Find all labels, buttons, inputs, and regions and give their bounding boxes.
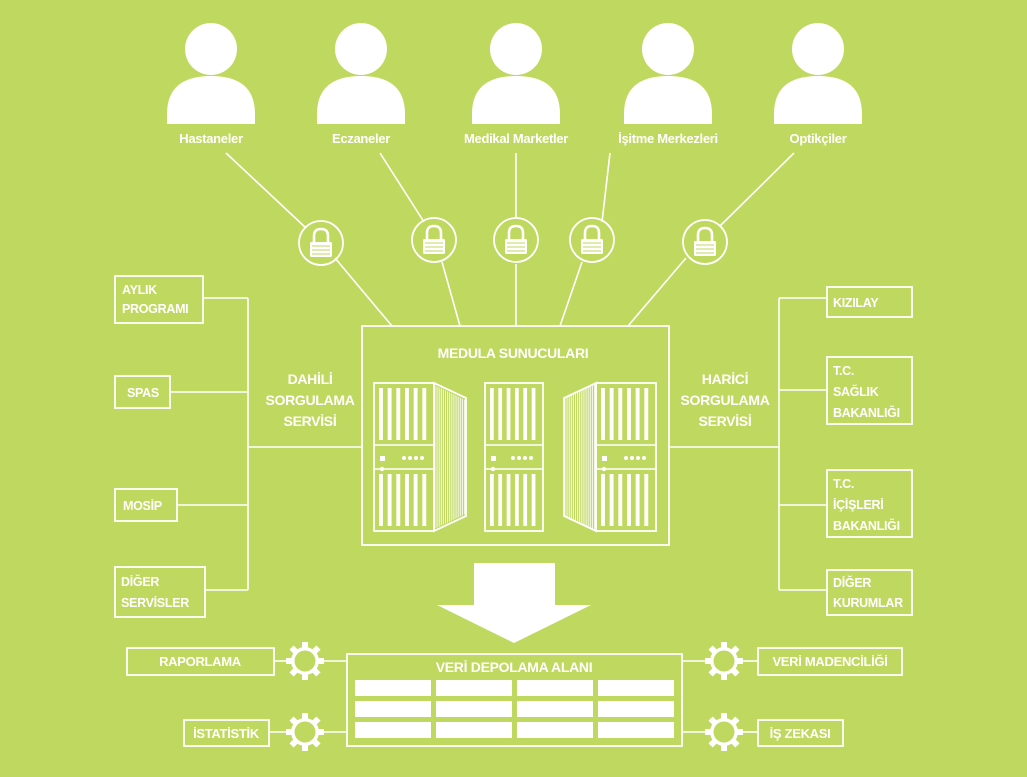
user-label-isitme-merkezleri: İşitme Merkezleri bbox=[618, 131, 718, 146]
source-label-aylik: AYLIK bbox=[122, 283, 157, 297]
arrow-down-icon bbox=[437, 563, 591, 643]
storage-grid bbox=[355, 680, 674, 738]
source-label-kurumlar: KURUMLAR bbox=[833, 596, 903, 610]
storage-cell bbox=[355, 722, 431, 738]
source-label-mosip: MOSİP bbox=[123, 498, 162, 513]
medula-title: MEDULA SUNUCULARI bbox=[438, 345, 589, 361]
medula-server-box bbox=[361, 325, 670, 546]
internal-service-label-2: SORGULAMA bbox=[265, 392, 354, 408]
source-box-mosip bbox=[114, 488, 178, 522]
storage-cell bbox=[598, 680, 674, 696]
output-label-raporlama: RAPORLAMA bbox=[159, 654, 242, 669]
source-label-tc-1: T.C. bbox=[833, 364, 854, 378]
source-box-icisleri-bakanligi bbox=[826, 469, 913, 538]
output-box-is-zekasi bbox=[757, 719, 844, 747]
storage-cell bbox=[355, 680, 431, 696]
lock-icon bbox=[493, 217, 539, 263]
lock-icon bbox=[298, 220, 344, 266]
output-label-veri-madenciligi: VERİ MADENCİLİĞİ bbox=[772, 654, 887, 669]
storage-cell bbox=[355, 701, 431, 717]
storage-cell bbox=[517, 701, 593, 717]
user-icon bbox=[472, 23, 560, 124]
output-box-istatistik bbox=[183, 719, 270, 747]
storage-cell bbox=[436, 701, 512, 717]
lock-icon bbox=[569, 217, 615, 263]
storage-cell bbox=[598, 701, 674, 717]
storage-cell bbox=[436, 722, 512, 738]
user-label-hastaneler: Hastaneler bbox=[179, 131, 243, 146]
source-label-saglik: SAĞLIK bbox=[833, 384, 879, 399]
source-box-saglik-bakanligi bbox=[826, 356, 913, 425]
source-box-diger-kurumlar bbox=[826, 569, 913, 616]
user-connection-lines bbox=[225, 152, 795, 327]
source-box-aylik-programi bbox=[114, 275, 204, 324]
source-label-icisleri: İÇİŞLERİ bbox=[833, 497, 883, 512]
source-label-diger: DİĞER bbox=[121, 574, 159, 589]
source-label-kizilay: KIZILAY bbox=[833, 296, 879, 310]
storage-cell bbox=[436, 680, 512, 696]
user-label-medikal-marketler: Medikal Marketler bbox=[464, 131, 568, 146]
server-right bbox=[563, 381, 657, 533]
source-label-diger-2: DİĞER bbox=[833, 575, 871, 590]
source-box-kizilay bbox=[826, 286, 913, 318]
output-box-veri-madenciligi bbox=[757, 647, 903, 676]
output-label-is-zekasi: İŞ ZEKASI bbox=[770, 726, 831, 741]
storage-title: VERİ DEPOLAMA ALANI bbox=[436, 659, 593, 675]
source-box-diger-servisler bbox=[114, 566, 206, 618]
storage-box bbox=[346, 653, 683, 747]
internal-service-lines bbox=[170, 297, 362, 591]
gear-icon bbox=[705, 642, 743, 680]
external-service-label-1: HARİCİ bbox=[702, 371, 748, 387]
output-lines bbox=[269, 660, 758, 733]
lock-icon bbox=[411, 217, 457, 263]
gear-group bbox=[286, 642, 743, 751]
source-box-spas bbox=[114, 375, 171, 409]
internal-service-label-1: DAHİLİ bbox=[288, 371, 333, 387]
gear-icon bbox=[286, 642, 324, 680]
user-group bbox=[167, 23, 862, 124]
output-label-istatistik: İSTATİSTİK bbox=[193, 726, 260, 741]
output-box-raporlama bbox=[126, 647, 275, 676]
server-middle bbox=[484, 382, 544, 532]
user-icon bbox=[317, 23, 405, 124]
source-label-tc-2: T.C. bbox=[833, 477, 854, 491]
server-icon bbox=[373, 381, 657, 533]
source-label-bakanligi-2: BAKANLIĞI bbox=[833, 518, 900, 533]
internal-service-label-3: SERVİSİ bbox=[284, 413, 337, 429]
gear-icon bbox=[705, 713, 743, 751]
source-label-spas: SPAS bbox=[127, 386, 159, 400]
server-left bbox=[373, 381, 467, 533]
external-service-lines bbox=[669, 297, 827, 591]
lock-group bbox=[298, 217, 728, 266]
source-label-servisler: SERVİSLER bbox=[121, 595, 189, 610]
lock-icon bbox=[682, 219, 728, 265]
external-service-label-3: SERVİSİ bbox=[699, 413, 752, 429]
user-label-optikciler: Optikçiler bbox=[790, 131, 847, 146]
user-icon bbox=[624, 23, 712, 124]
storage-cell bbox=[598, 722, 674, 738]
user-label-eczaneler: Eczaneler bbox=[332, 131, 390, 146]
gear-icon bbox=[286, 713, 324, 751]
user-icon bbox=[774, 23, 862, 124]
storage-cell bbox=[517, 680, 593, 696]
storage-cell bbox=[517, 722, 593, 738]
source-label-bakanligi-1: BAKANLIĞI bbox=[833, 405, 900, 420]
user-icon bbox=[167, 23, 255, 124]
external-service-label-2: SORGULAMA bbox=[680, 392, 769, 408]
source-label-programi: PROGRAMI bbox=[122, 302, 188, 316]
